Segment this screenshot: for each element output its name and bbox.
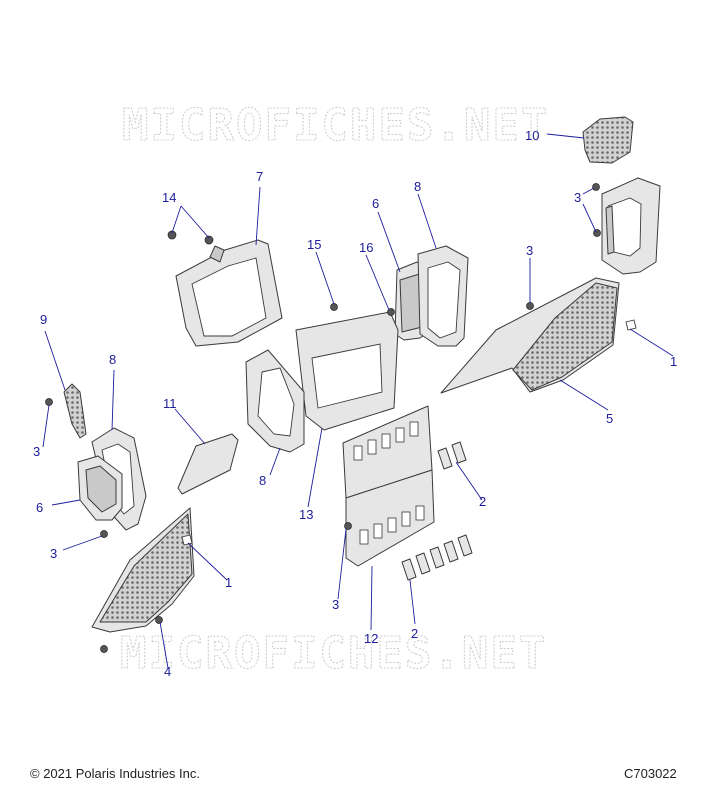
part-2-switch-blanks — [401, 441, 473, 581]
callout-1: 1 — [670, 354, 677, 369]
callout-15: 15 — [307, 237, 321, 252]
part-7-bracket — [175, 239, 283, 347]
callout-12: 12 — [364, 631, 378, 646]
part-6-vent-left — [77, 455, 123, 521]
part-8-side-panel-middle — [417, 245, 469, 347]
callout-3: 3 — [50, 546, 57, 561]
part-10-grille — [582, 116, 634, 164]
part-11-panel — [177, 433, 239, 495]
callout-4: 4 — [164, 664, 171, 679]
callout-7: 7 — [256, 169, 263, 184]
callout-11: 11 — [163, 396, 177, 411]
callout-2: 2 — [411, 626, 418, 641]
callout-2: 2 — [479, 494, 486, 509]
callout-6: 6 — [372, 196, 379, 211]
diagram-code: C703022 — [624, 766, 677, 781]
callout-3: 3 — [526, 243, 533, 258]
part-13-dash-frame — [295, 311, 399, 431]
part-9-mesh — [63, 383, 87, 439]
callout-3: 3 — [574, 190, 581, 205]
watermark-top: MICROFICHES.NET — [122, 100, 549, 151]
copyright-notice: © 2021 Polaris Industries Inc. — [30, 766, 200, 781]
part-12-switch-panel — [342, 405, 435, 567]
callout-9: 9 — [40, 312, 47, 327]
callout-1: 1 — [225, 575, 232, 590]
leader-lines — [42, 133, 674, 669]
callout-8: 8 — [414, 179, 421, 194]
callout-13: 13 — [299, 507, 313, 522]
part-4-kick-panel-left — [91, 507, 195, 633]
callout-14: 14 — [162, 190, 176, 205]
callout-5: 5 — [606, 411, 613, 426]
part-8-side-panel-center — [245, 349, 305, 453]
callout-3: 3 — [33, 444, 40, 459]
callout-8: 8 — [109, 352, 116, 367]
callout-6: 6 — [36, 500, 43, 515]
callout-16: 16 — [359, 240, 373, 255]
callout-10: 10 — [525, 128, 539, 143]
callouts: 1 1 2 2 3 3 3 3 3 4 5 6 6 7 8 8 8 9 10 1… — [33, 128, 677, 679]
part-5-kick-panel-right — [440, 277, 637, 394]
callout-3: 3 — [332, 597, 339, 612]
part-8-side-panel-right — [601, 177, 661, 275]
callout-8: 8 — [259, 473, 266, 488]
watermark-bottom: MICROFICHES.NET — [120, 628, 547, 679]
